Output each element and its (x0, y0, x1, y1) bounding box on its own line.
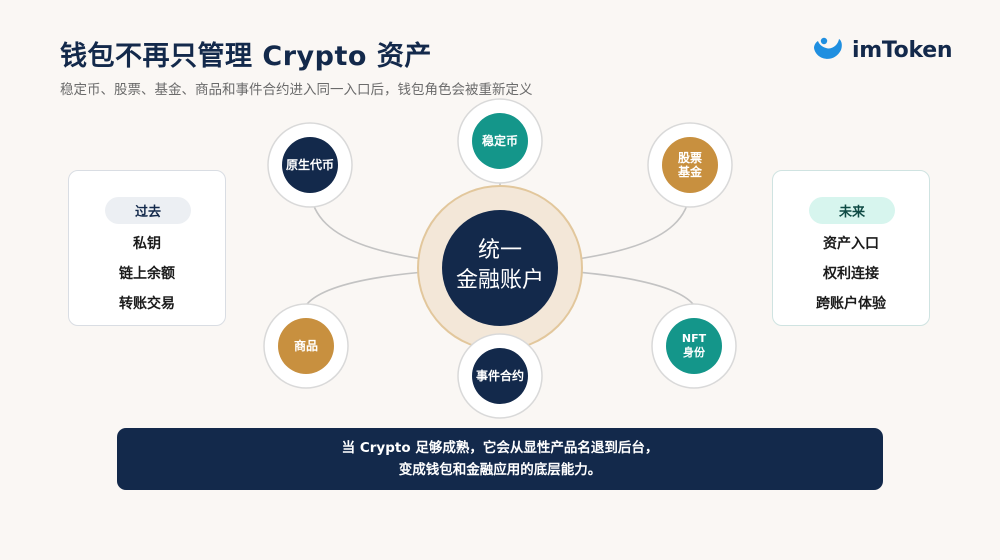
conclusion-line1: 当 Crypto 足够成熟，它会从显性产品名退到后台， (341, 440, 659, 456)
node-native-core (282, 137, 338, 193)
node-stable-core (472, 113, 528, 169)
node-stocks-label-line2: 基金 (677, 165, 702, 179)
hub-label-line1: 统一 (477, 238, 522, 263)
past-item-transfer: 转账交易 (119, 296, 175, 312)
hub-label-line2: 金融账户 (455, 268, 544, 293)
brand-name: imToken (852, 37, 953, 63)
future-item-rights-connect: 权利连接 (823, 266, 879, 282)
page-title: 钱包不再只管理 Crypto 资产 (60, 41, 432, 72)
past-item-onchain-balance: 链上余额 (119, 266, 175, 282)
past-item-private-key: 私钥 (133, 236, 161, 252)
node-stable-label: 稳定币 (481, 134, 518, 148)
hub-label: 统一 金融账户 (440, 236, 560, 296)
imtoken-logo-icon (814, 37, 842, 59)
page-subtitle: 稳定币、股票、基金、商品和事件合约进入同一入口后，钱包角色会被重新定义 (60, 82, 533, 98)
node-nft-label-line2: 身份 (683, 346, 705, 359)
node-native (267, 122, 353, 208)
node-nft-label-line1: NFT (681, 332, 707, 345)
node-stocks-label-line1: 股票 (677, 151, 702, 165)
node-commodity-label: 商品 (293, 339, 318, 353)
past-pill: 过去 (105, 197, 191, 224)
conclusion-banner: 当 Crypto 足够成熟，它会从显性产品名退到后台， 变成钱包和金融应用的底层… (117, 428, 883, 490)
brand-logo: imToken (812, 34, 952, 66)
node-commodity-core (278, 318, 334, 374)
node-nft-label: NFT 身份 (654, 332, 734, 360)
node-stocks-label: 股票 基金 (650, 151, 730, 179)
node-native-label: 原生代币 (285, 158, 334, 172)
node-stocks (647, 122, 733, 208)
node-stocks-core (662, 137, 718, 193)
future-card: 未来 资产入口 权利连接 跨账户体验 (772, 170, 930, 326)
future-item-asset-entry: 资产入口 (823, 236, 879, 252)
past-card: 过去 私钥 链上余额 转账交易 (68, 170, 226, 326)
node-event (457, 333, 543, 419)
hub-core (442, 210, 558, 326)
node-commodity (263, 303, 349, 389)
node-stable (457, 98, 543, 184)
node-nft (651, 303, 737, 389)
future-item-cross-account: 跨账户体验 (816, 296, 886, 312)
node-nft-core (666, 318, 722, 374)
node-event-core (472, 348, 528, 404)
future-pill: 未来 (809, 197, 895, 224)
conclusion-line2: 变成钱包和金融应用的底层能力。 (398, 462, 602, 478)
node-event-label: 事件合约 (475, 369, 524, 383)
